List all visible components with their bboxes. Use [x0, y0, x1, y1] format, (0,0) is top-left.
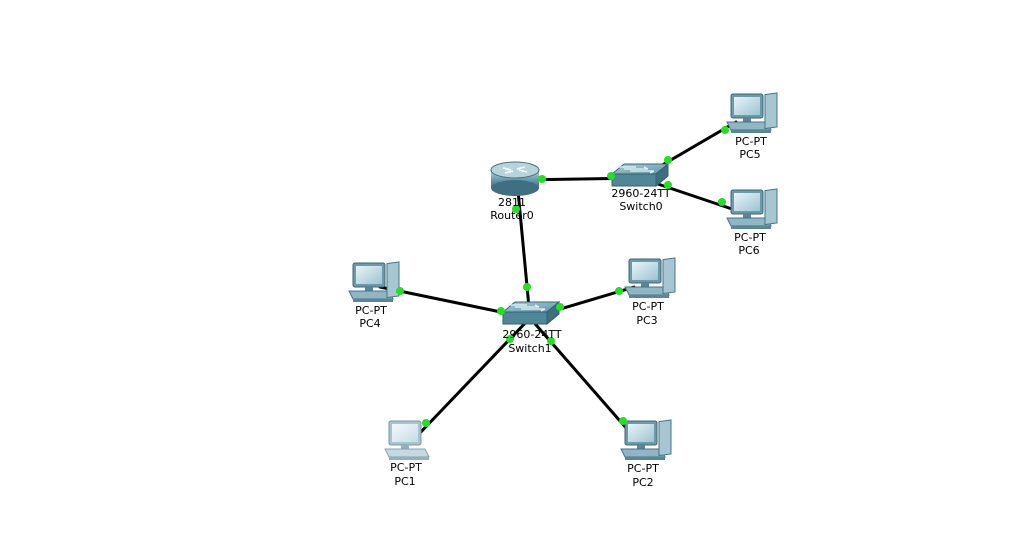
device-name-label: PC1	[394, 475, 415, 488]
pc-icon	[620, 419, 672, 461]
port-indicator	[615, 287, 623, 295]
pc-icon	[726, 188, 778, 230]
port-indicator	[523, 283, 531, 291]
port-indicator	[607, 172, 615, 180]
port-indicator	[422, 419, 430, 427]
port-indicator	[664, 181, 672, 189]
device-name-label: PC4	[359, 317, 380, 330]
port-indicator	[506, 335, 514, 343]
device-model-label: PC-PT	[734, 231, 766, 244]
device-model-label: PC-PT	[632, 300, 664, 313]
device-name-label: Switch1	[508, 342, 551, 355]
device-name-label: Router0	[490, 209, 533, 222]
device-switch0[interactable]	[611, 163, 669, 187]
device-router0[interactable]	[490, 161, 540, 197]
device-name-label: PC2	[632, 476, 653, 489]
links-layer	[378, 120, 738, 439]
port-indicator	[396, 287, 404, 295]
device-switch1[interactable]	[502, 301, 560, 325]
device-model-label: PC-PT	[355, 304, 387, 317]
ports-layer	[396, 126, 729, 427]
labels-layer: 2811 Router0 2960-24TT Switch0 2960-24TT…	[355, 135, 767, 489]
port-indicator	[664, 156, 672, 164]
device-model-label: 2960-24TT	[502, 328, 561, 341]
port-indicator	[619, 417, 627, 425]
device-pc3[interactable]	[624, 257, 676, 299]
device-model-label: PC-PT	[735, 135, 767, 148]
router-icon	[490, 161, 540, 197]
device-model-label: PC-PT	[390, 461, 422, 474]
port-indicator	[556, 303, 564, 311]
device-name-label: Switch0	[619, 200, 662, 213]
pc-icon	[726, 92, 778, 134]
switch-icon	[611, 163, 669, 187]
port-indicator	[512, 205, 520, 213]
port-indicator	[721, 126, 729, 134]
device-name-label: PC3	[636, 314, 657, 327]
device-model-label: PC-PT	[627, 462, 659, 475]
port-indicator	[497, 307, 505, 315]
device-model-label: 2960-24TT	[611, 187, 670, 200]
port-indicator	[718, 198, 726, 206]
port-indicator	[538, 175, 546, 183]
port-indicator	[547, 337, 555, 345]
link-switch1-pc2[interactable]	[528, 316, 636, 439]
device-pc2[interactable]	[620, 419, 672, 461]
link-router0-switch1[interactable]	[515, 178, 532, 320]
pc-icon	[624, 257, 676, 299]
device-pc4[interactable]	[348, 261, 400, 303]
device-pc6[interactable]	[726, 188, 778, 230]
switch-icon	[502, 301, 560, 325]
device-pc5[interactable]	[726, 92, 778, 134]
pc-icon	[384, 420, 430, 461]
device-pc1[interactable]	[384, 420, 430, 461]
device-name-label: PC6	[738, 244, 759, 257]
pc-icon	[348, 261, 400, 303]
device-model-label: 2811	[498, 196, 526, 209]
device-name-label: PC5	[739, 148, 760, 161]
